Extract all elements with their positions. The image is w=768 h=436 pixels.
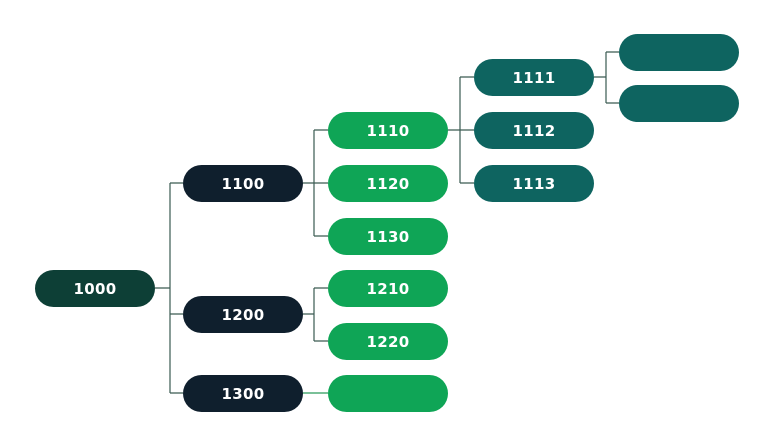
node-1130[interactable]: 1130: [328, 218, 448, 255]
node-1111-child-2-empty[interactable]: [619, 85, 739, 122]
node-1120[interactable]: 1120: [328, 165, 448, 202]
node-1100-label: 1100: [221, 174, 265, 193]
node-1113[interactable]: 1113: [474, 165, 594, 202]
node-1210[interactable]: 1210: [328, 270, 448, 307]
node-1130-label: 1130: [366, 227, 410, 246]
node-1112-label: 1112: [512, 121, 556, 140]
node-1100[interactable]: 1100: [183, 165, 303, 202]
node-1111-child-1-empty[interactable]: [619, 34, 739, 71]
node-1200[interactable]: 1200: [183, 296, 303, 333]
connector-1000: [155, 182, 183, 394]
node-1110[interactable]: 1110: [328, 112, 448, 149]
node-1112[interactable]: 1112: [474, 112, 594, 149]
node-1220-label: 1220: [366, 332, 410, 351]
connector-1100: [303, 129, 328, 237]
connector-1111: [594, 51, 619, 104]
node-1300-label: 1300: [221, 384, 265, 403]
connector-1200: [303, 287, 328, 342]
node-1200-label: 1200: [221, 305, 265, 324]
node-1210-label: 1210: [366, 279, 410, 298]
node-1120-label: 1120: [366, 174, 410, 193]
node-1000-label: 1000: [73, 279, 117, 298]
node-1111-label: 1111: [512, 68, 556, 87]
connector-1110: [448, 76, 474, 184]
node-1300[interactable]: 1300: [183, 375, 303, 412]
node-1110-label: 1110: [366, 121, 410, 140]
node-1220[interactable]: 1220: [328, 323, 448, 360]
node-1111[interactable]: 1111: [474, 59, 594, 96]
node-1300-child-empty[interactable]: [328, 375, 448, 412]
node-1113-label: 1113: [512, 174, 556, 193]
node-1000[interactable]: 1000: [35, 270, 155, 307]
